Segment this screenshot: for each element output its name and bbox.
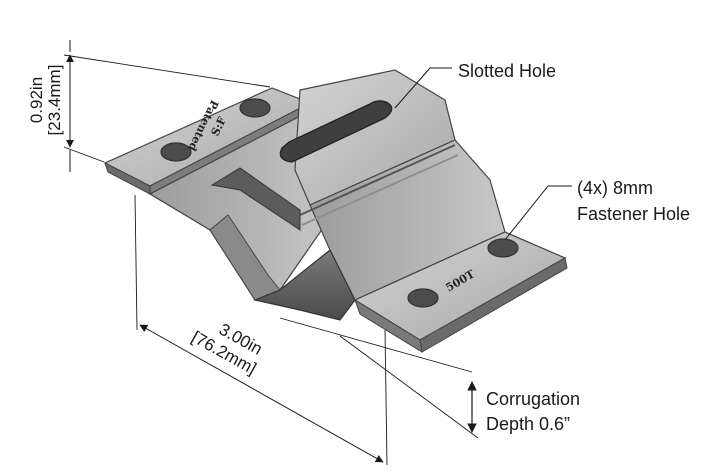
slotted-hole-callout: Slotted Hole xyxy=(394,61,556,109)
bracket-part: S:F Patented 500T xyxy=(103,69,568,353)
height-mm-label: [23.4mm] xyxy=(45,65,64,136)
slotted-hole xyxy=(279,100,393,163)
fastener-label-2: Fastener Hole xyxy=(577,204,690,224)
fastener-label-1: (4x) 8mm xyxy=(577,178,653,198)
height-dimension: 0.92in [23.4mm] xyxy=(27,40,271,172)
left-back-hole xyxy=(239,98,271,118)
height-in-label: 0.92in xyxy=(27,77,46,123)
corrugation-label-1: Corrugation xyxy=(486,389,580,409)
right-back-hole xyxy=(487,238,519,258)
left-front-hole xyxy=(160,142,192,162)
slotted-hole-label: Slotted Hole xyxy=(458,61,556,81)
fastener-hole-callout: (4x) 8mm Fastener Hole xyxy=(504,178,690,241)
corrugation-dimension: Corrugation Depth 0.6” xyxy=(279,317,580,439)
right-front-hole xyxy=(407,288,439,308)
corrugation-label-2: Depth 0.6” xyxy=(486,414,570,434)
